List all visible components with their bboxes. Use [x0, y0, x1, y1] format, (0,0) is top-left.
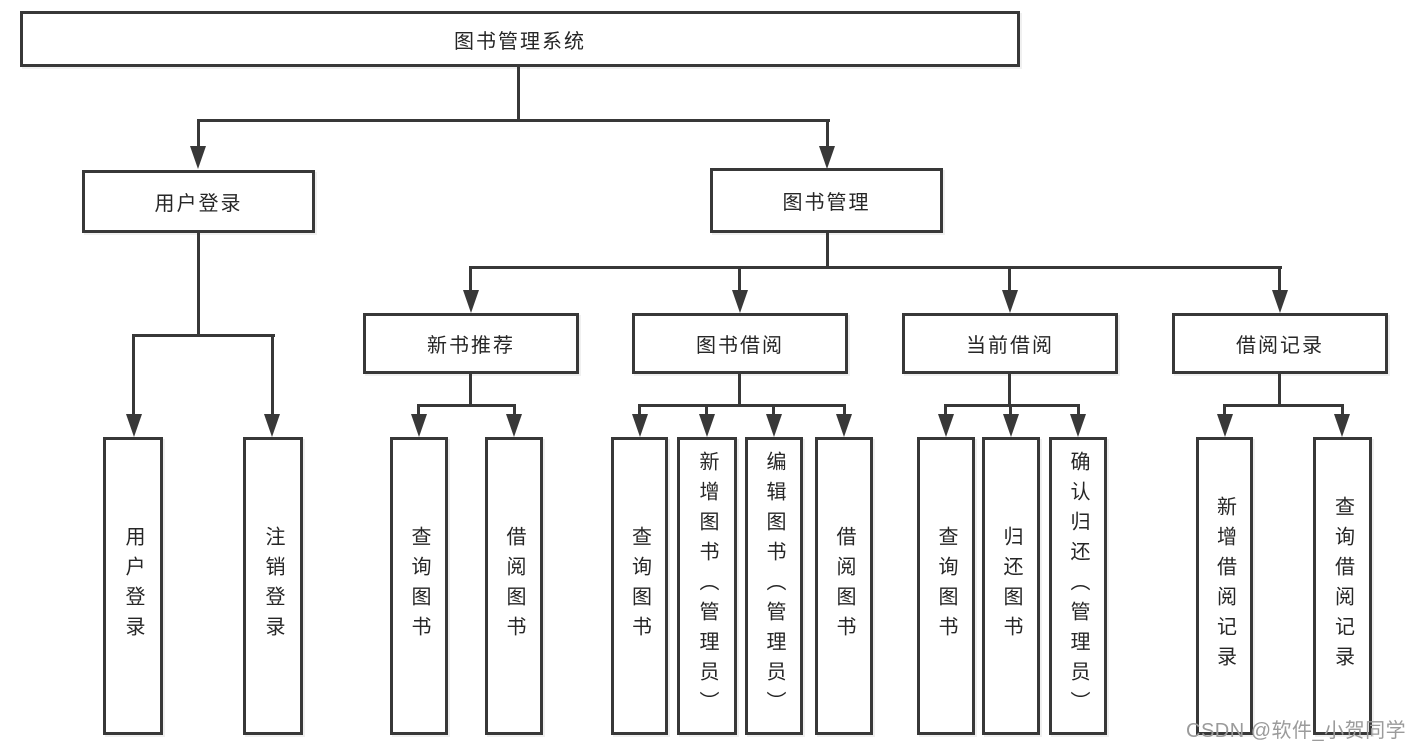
- connector-line: [1077, 404, 1080, 418]
- connector-line: [513, 404, 516, 418]
- leaf-return-books-label: 归还图书: [1000, 526, 1022, 646]
- leaf-confirm-return-admin: 确认归还（管理员）: [1049, 437, 1107, 735]
- leaf-add-borrow-record-label: 新增借阅记录: [1213, 496, 1236, 676]
- node-root-label: 图书管理系统: [454, 30, 586, 53]
- connector-line: [1009, 404, 1012, 418]
- connector-line: [469, 374, 472, 407]
- connector-line: [417, 404, 420, 418]
- connector-line: [132, 334, 135, 416]
- leaf-borrow-borrow-books-label: 借阅图书: [833, 526, 855, 646]
- arrowhead-icon: [126, 414, 142, 437]
- leaf-query-borrow-record: 查询借阅记录: [1313, 437, 1372, 735]
- leaf-confirm-return-admin-label: 确认归还（管理员）: [1067, 451, 1089, 721]
- leaf-return-books: 归还图书: [982, 437, 1040, 735]
- csdn-watermark: CSDN @软件_小贺同学: [1186, 720, 1405, 742]
- leaf-recommend-borrow-books: 借阅图书: [485, 437, 543, 735]
- arrowhead-icon: [190, 146, 206, 169]
- connector-line: [826, 119, 829, 149]
- leaf-add-books-admin-label: 新增图书（管理员）: [696, 451, 718, 721]
- connector-line: [132, 334, 275, 337]
- arrowhead-icon: [264, 414, 280, 437]
- arrowhead-icon: [732, 290, 748, 313]
- leaf-add-borrow-record: 新增借阅记录: [1196, 437, 1253, 735]
- node-new-book-recommend-label: 新书推荐: [427, 335, 515, 357]
- arrowhead-icon: [819, 146, 835, 169]
- arrowhead-icon: [1272, 290, 1288, 313]
- leaf-recommend-query-books-label: 查询图书: [408, 526, 430, 646]
- connector-line: [1278, 266, 1281, 292]
- connector-line: [1278, 374, 1281, 407]
- connector-line: [1008, 374, 1011, 407]
- connector-line: [843, 404, 846, 418]
- arrowhead-icon: [836, 414, 852, 437]
- connector-line: [638, 404, 641, 418]
- node-current-borrow-label: 当前借阅: [966, 335, 1054, 357]
- connector-line: [1008, 266, 1011, 292]
- connector-line: [944, 404, 947, 418]
- connector-line: [1223, 404, 1226, 418]
- leaf-current-query-books: 查询图书: [917, 437, 975, 735]
- leaf-query-borrow-record-label: 查询借阅记录: [1331, 496, 1354, 676]
- leaf-add-books-admin: 新增图书（管理员）: [677, 437, 737, 735]
- leaf-borrow-query-books: 查询图书: [611, 437, 668, 735]
- node-borrow-records-label: 借阅记录: [1236, 335, 1324, 357]
- node-user-login-label: 用户登录: [154, 193, 243, 215]
- node-book-borrow-label: 图书借阅: [696, 335, 784, 357]
- connector-line: [826, 233, 829, 269]
- leaf-borrow-borrow-books: 借阅图书: [815, 437, 873, 735]
- leaf-logout: 注销登录: [243, 437, 303, 735]
- arrowhead-icon: [938, 414, 954, 437]
- node-borrow-records: 借阅记录: [1172, 313, 1388, 374]
- leaf-recommend-query-books: 查询图书: [390, 437, 448, 735]
- leaf-user-login-label: 用户登录: [122, 526, 144, 646]
- arrowhead-icon: [632, 414, 648, 437]
- arrowhead-icon: [766, 414, 782, 437]
- connector-line: [1223, 404, 1344, 407]
- leaf-edit-books-admin-label: 编辑图书（管理员）: [763, 451, 785, 721]
- connector-line: [469, 266, 1282, 269]
- leaf-current-query-books-label: 查询图书: [935, 526, 957, 646]
- connector-line: [944, 404, 1080, 407]
- node-root: 图书管理系统: [20, 11, 1020, 67]
- node-new-book-recommend: 新书推荐: [363, 313, 579, 374]
- connector-line: [469, 266, 472, 292]
- connector-line: [197, 119, 830, 122]
- connector-line: [197, 119, 200, 149]
- arrowhead-icon: [1003, 414, 1019, 437]
- arrowhead-icon: [1002, 290, 1018, 313]
- arrowhead-icon: [1334, 414, 1350, 437]
- arrowhead-icon: [1217, 414, 1233, 437]
- arrowhead-icon: [463, 290, 479, 313]
- connector-line: [705, 404, 708, 418]
- connector-line: [271, 334, 274, 416]
- connector-line: [738, 374, 741, 407]
- connector-line: [1341, 404, 1344, 418]
- node-book-borrow: 图书借阅: [632, 313, 848, 374]
- arrowhead-icon: [506, 414, 522, 437]
- node-book-management-label: 图书管理: [782, 192, 871, 214]
- arrowhead-icon: [1070, 414, 1086, 437]
- arrowhead-icon: [411, 414, 427, 437]
- leaf-recommend-borrow-books-label: 借阅图书: [503, 526, 525, 646]
- connector-line: [417, 404, 516, 407]
- connector-line: [638, 404, 846, 407]
- leaf-borrow-query-books-label: 查询图书: [628, 526, 651, 646]
- connector-line: [738, 266, 741, 292]
- arrowhead-icon: [699, 414, 715, 437]
- leaf-edit-books-admin: 编辑图书（管理员）: [745, 437, 803, 735]
- leaf-user-login: 用户登录: [103, 437, 163, 735]
- connector-line: [517, 66, 520, 120]
- connector-line: [197, 233, 200, 336]
- node-user-login: 用户登录: [82, 170, 315, 233]
- node-book-management: 图书管理: [710, 168, 943, 233]
- connector-line: [772, 404, 775, 418]
- node-current-borrow: 当前借阅: [902, 313, 1118, 374]
- leaf-logout-label: 注销登录: [262, 526, 284, 646]
